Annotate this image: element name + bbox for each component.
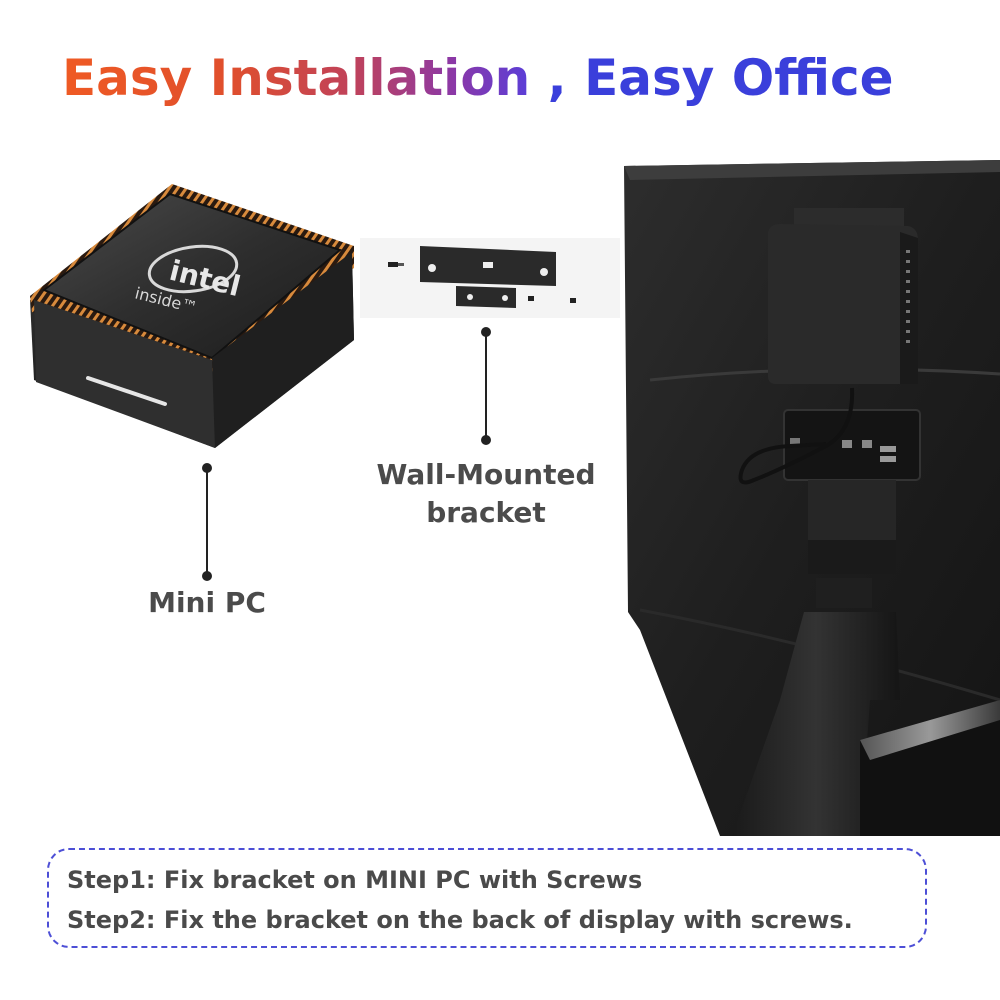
bracket-label-line2: bracket [426,496,546,529]
bracket-callout [481,327,491,445]
step-1-text: Step1: Fix bracket on MINI PC with Screw… [67,866,643,894]
bracket-label-line1: Wall-Mounted [376,458,596,491]
step-2-text: Step2: Fix the bracket on the back of di… [67,906,853,934]
mini-pc-image: intel inside™ [30,184,354,448]
headline-part1: Easy Installation [62,49,531,107]
headline-separator: , [530,49,585,107]
monitor-back-image [624,160,1000,836]
headline-part2: Easy Office [584,49,894,107]
steps-panel: Step1: Fix bracket on MINI PC with Screw… [47,848,927,948]
bracket-image [360,238,620,318]
mini-pc-callout [202,463,212,581]
mini-pc-label: Mini PC [148,586,266,619]
bracket-label: Wall-Mounted bracket [346,456,626,532]
page-title: Easy Installation , Easy Office [62,46,894,110]
screw-icon [388,262,576,303]
